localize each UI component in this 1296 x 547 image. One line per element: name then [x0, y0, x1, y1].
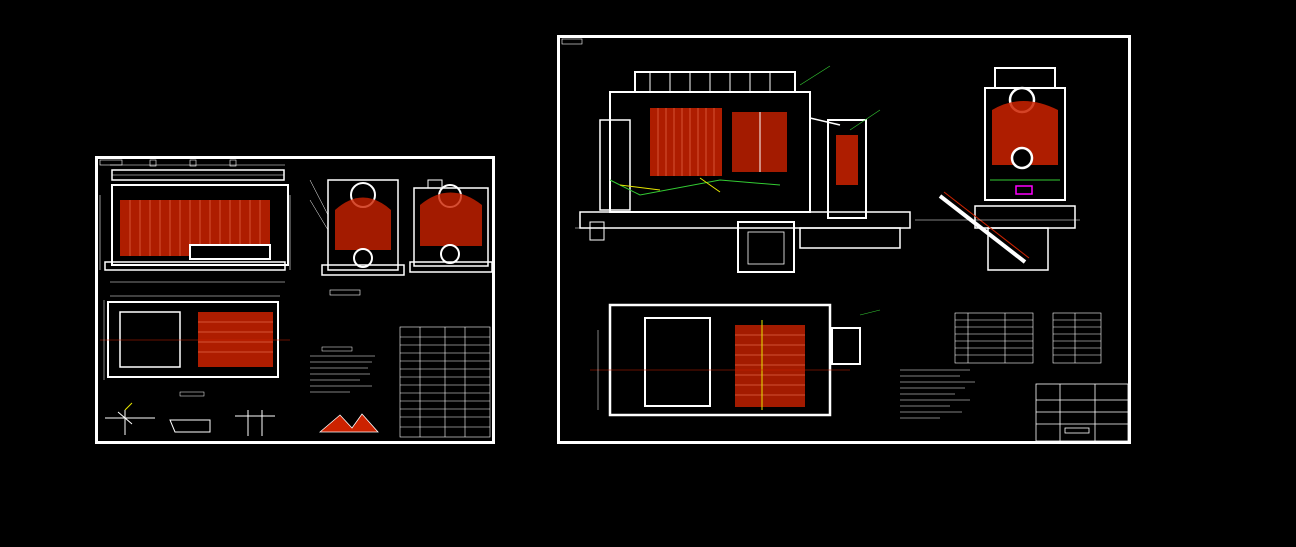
boiler-elevation-view-left [99, 159, 291, 283]
boiler-section-view-right [915, 67, 1080, 271]
corner-label-box [561, 38, 583, 45]
boiler-plan-view-left [100, 295, 290, 397]
boiler-plan-view-right [590, 303, 881, 417]
spec-table-right [1052, 312, 1102, 364]
title-block-right [1035, 383, 1129, 442]
parts-table-left [399, 326, 491, 438]
tube-bank-hatch [650, 108, 722, 176]
component-table-right [954, 312, 1034, 364]
drawing-sheet-right[interactable] [557, 35, 1131, 444]
notes-block-left [310, 346, 375, 393]
notes-block-right [900, 369, 975, 419]
boiler-section-view-1 [309, 179, 405, 296]
drawing-sheet-left[interactable] [95, 156, 495, 444]
boiler-elevation-view-right [575, 65, 911, 273]
boiler-section-view-2 [409, 179, 493, 273]
detail-views-left [105, 402, 379, 436]
